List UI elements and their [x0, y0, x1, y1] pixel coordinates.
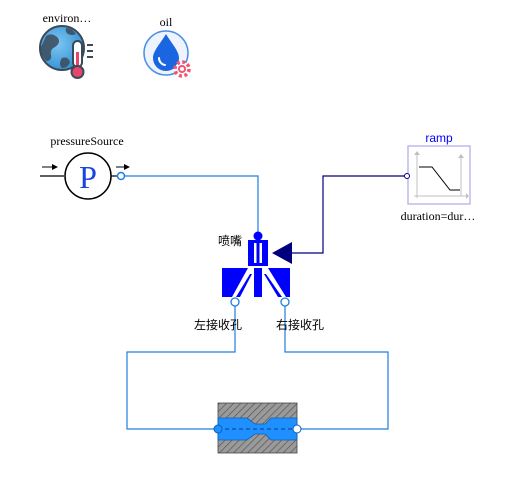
pressure-source-component[interactable]: pressureSource P [40, 134, 130, 200]
right-receiver-port[interactable] [280, 297, 290, 307]
pressure-line[interactable] [121, 175, 259, 236]
nozzle-component[interactable]: 喷嘴 左接收孔 右接收孔 [194, 231, 324, 333]
pressure-symbol: P [79, 159, 97, 195]
pressure-source-icon: P [40, 152, 130, 200]
receiver-pipe-component[interactable] [213, 402, 302, 454]
nozzle-label: 喷嘴 [218, 234, 242, 248]
ramp-output-port[interactable] [404, 173, 410, 179]
ramp-parameter: duration=dur… [401, 209, 476, 223]
oil-drop-gear-icon [143, 30, 191, 78]
left-receiver-port[interactable] [230, 297, 240, 307]
connections [121, 175, 408, 430]
pipe-port-b[interactable] [292, 424, 302, 434]
oil-label: oil [160, 15, 173, 29]
nozzle-icon [222, 231, 292, 307]
ramp-signal-line[interactable] [292, 175, 408, 254]
oil-component[interactable]: oil [143, 15, 191, 78]
pressure-source-label: pressureSource [50, 134, 123, 148]
environment-label: environ… [43, 11, 92, 25]
ramp-signal-icon [404, 145, 471, 205]
pressure-source-port[interactable] [116, 171, 126, 181]
right-port-label: 右接收孔 [276, 317, 324, 332]
ramp-label: ramp [425, 131, 453, 145]
pipe-port-a[interactable] [213, 424, 223, 434]
left-receiver-line[interactable] [126, 303, 236, 430]
thermometer-globe-icon [39, 25, 93, 79]
ramp-component[interactable]: ramp duration=dur… [401, 131, 476, 223]
left-port-label: 左接收孔 [194, 317, 242, 332]
environment-component[interactable]: environ… [39, 11, 93, 79]
orifice-pipe-icon [213, 402, 302, 454]
right-receiver-line[interactable] [284, 303, 389, 430]
